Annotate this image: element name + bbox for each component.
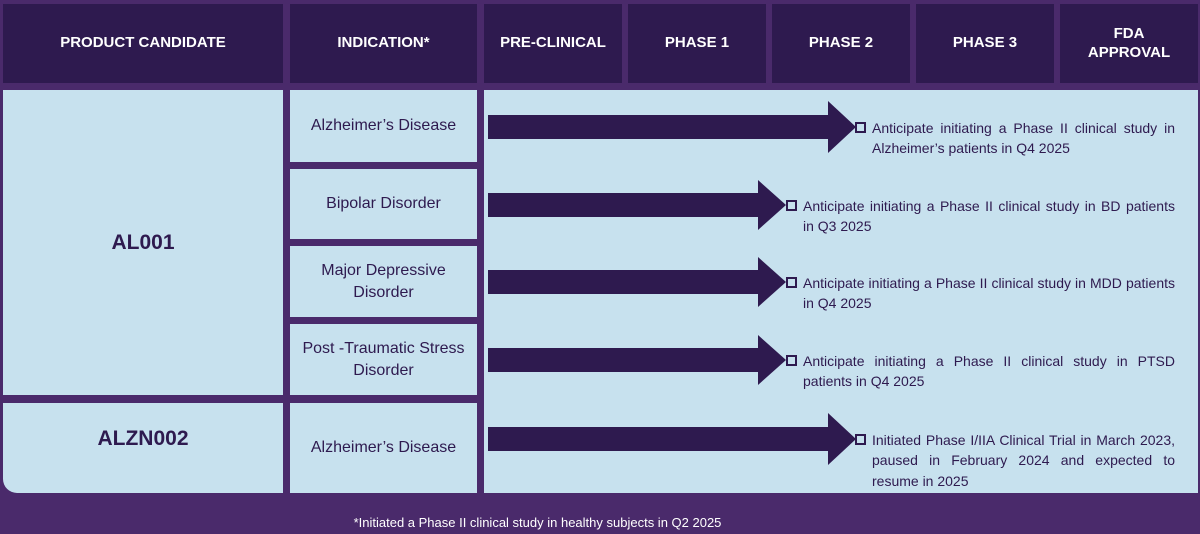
header-fda-approval: FDA APPROVAL: [1060, 4, 1198, 83]
header-phase-2: PHASE 2: [772, 4, 910, 83]
checkbox-icon: [786, 355, 797, 366]
header-phase-3: PHASE 3: [916, 4, 1054, 83]
indication-cell: Major Depressive Disorder: [290, 246, 477, 317]
status-note-row-5: Initiated Phase I/IIA Clinical Trial in …: [855, 430, 1175, 491]
header-product-candidate: PRODUCT CANDIDATE: [3, 4, 283, 83]
product-name: ALZN002: [97, 427, 189, 450]
indication-cell: Alzheimer’s Disease: [290, 403, 477, 493]
product-cell-al001: AL001: [3, 90, 283, 395]
checkbox-icon: [786, 200, 797, 211]
header-pre-clinical: PRE-CLINICAL: [484, 4, 622, 83]
status-note-row-3: Anticipate initiating a Phase II clinica…: [786, 273, 1175, 314]
indication-cell: Alzheimer’s Disease: [290, 90, 477, 162]
status-note-row-1: Anticipate initiating a Phase II clinica…: [855, 118, 1175, 159]
progress-arrow-row-3: [488, 257, 786, 307]
checkbox-icon: [855, 434, 866, 445]
status-note-row-4: Anticipate initiating a Phase II clinica…: [786, 351, 1175, 392]
progress-arrow-row-1: [488, 101, 856, 153]
progress-arrow-row-5: [488, 413, 856, 465]
header-phase-1: PHASE 1: [628, 4, 766, 83]
product-cell-alzn002: ALZN002: [3, 403, 283, 493]
checkbox-icon: [786, 277, 797, 288]
product-name: AL001: [111, 230, 175, 254]
header-indication: INDICATION*: [290, 4, 477, 83]
progress-arrow-row-4: [488, 335, 786, 385]
footnote: *Initiated a Phase II clinical study in …: [353, 515, 722, 530]
indication-cell: Post -Traumatic Stress Disorder: [290, 324, 477, 395]
indication-cell: Bipolar Disorder: [290, 169, 477, 239]
progress-arrow-row-2: [488, 180, 786, 230]
checkbox-icon: [855, 122, 866, 133]
status-note-row-2: Anticipate initiating a Phase II clinica…: [786, 196, 1175, 237]
